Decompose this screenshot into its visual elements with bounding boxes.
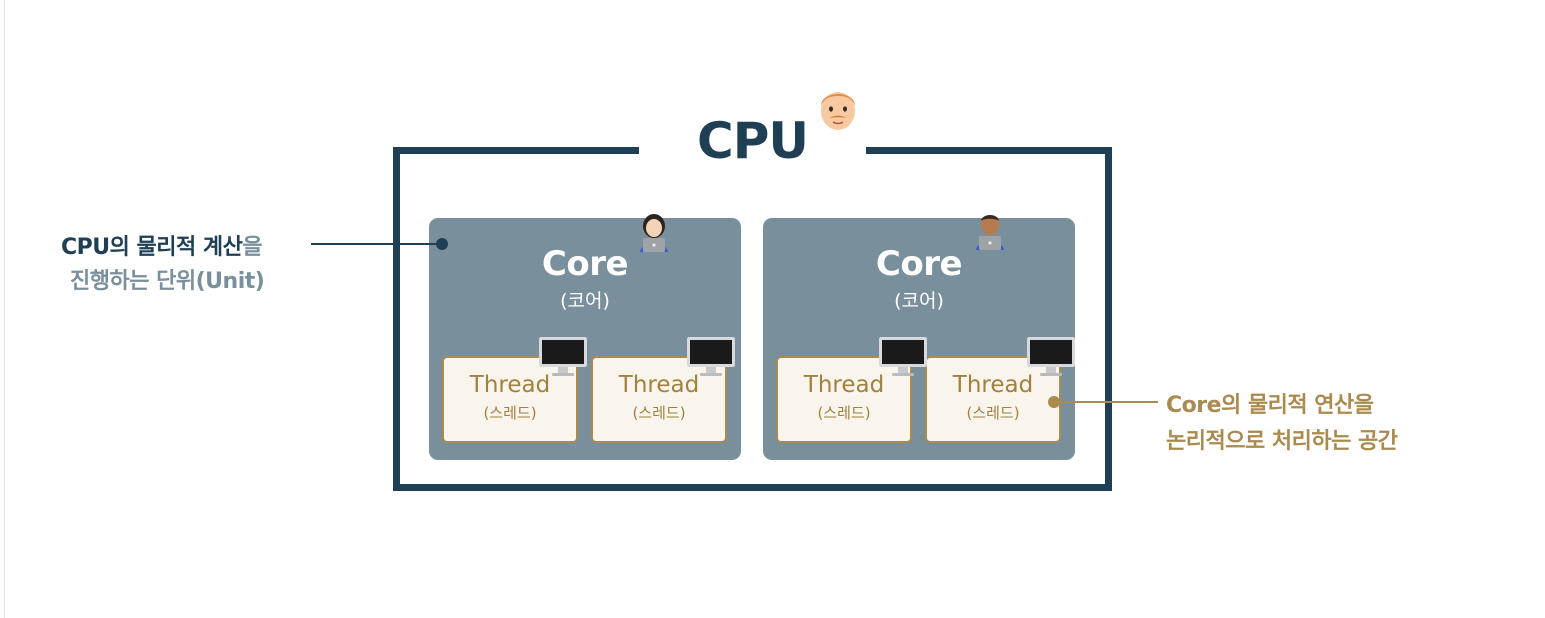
- thread-title: Thread: [469, 372, 551, 398]
- thread-box-1: Thread (스레드): [442, 356, 578, 443]
- thread-annotation-leader: [1054, 401, 1158, 403]
- thread-box-2: Thread (스레드): [591, 356, 727, 443]
- cpu-frame-bottom: [393, 484, 1112, 491]
- man-technologist-emoji-icon: [976, 215, 1004, 250]
- core-annotation-leader: [311, 243, 442, 245]
- core-annotation-prefix: 진행하는 단위: [70, 269, 196, 294]
- core-subtitle: (코어): [560, 290, 610, 312]
- core-title: Core: [541, 244, 629, 284]
- thread-annotation-line-2: 논리적으로 처리하는 공간: [1166, 429, 1398, 454]
- core-subtitle: (코어): [894, 290, 944, 312]
- left-edge-divider: [4, 0, 5, 618]
- thread-annotation-dot: [1048, 396, 1060, 408]
- thread-title: Thread: [803, 372, 885, 398]
- core-annotation-line-1: CPU의 물리적 계산을: [61, 229, 263, 261]
- core-annotation-dot: [436, 238, 448, 250]
- core-annotation-unit: (Unit): [195, 269, 265, 294]
- cpu-frame-right: [1105, 147, 1112, 491]
- thread-annotation-strong: Core: [1166, 393, 1222, 418]
- core-annotation-line-2: 진행하는 단위(Unit): [70, 263, 265, 295]
- cpu-frame-left: [393, 147, 400, 491]
- desktop-monitor-icon: [1027, 337, 1075, 376]
- core-annotation-strong: CPU의 물리적 계산: [61, 235, 243, 260]
- thread-subtitle: (스레드): [966, 404, 1020, 422]
- thread-subtitle: (스레드): [817, 404, 871, 422]
- core-annotation-suffix: 을: [242, 235, 263, 260]
- woman-technologist-emoji-icon: [640, 214, 668, 252]
- thread-subtitle: (스레드): [483, 404, 537, 422]
- thread-box-4: Thread (스레드): [925, 356, 1061, 443]
- thread-title: Thread: [618, 372, 700, 398]
- desktop-monitor-icon: [687, 337, 735, 376]
- thread-title: Thread: [952, 372, 1034, 398]
- cpu-frame-top-left: [393, 147, 639, 154]
- man-face-emoji-icon: [821, 92, 855, 130]
- cpu-title: CPU: [697, 112, 809, 170]
- thread-annotation-line-1: Core의 물리적 연산을: [1166, 387, 1374, 419]
- core-title: Core: [875, 244, 963, 284]
- thread-annotation-rest: 의 물리적 연산을: [1221, 393, 1374, 418]
- desktop-monitor-icon: [879, 337, 927, 376]
- thread-box-3: Thread (스레드): [776, 356, 912, 443]
- desktop-monitor-icon: [539, 337, 587, 376]
- cpu-frame-top-right: [866, 147, 1112, 154]
- thread-subtitle: (스레드): [632, 404, 686, 422]
